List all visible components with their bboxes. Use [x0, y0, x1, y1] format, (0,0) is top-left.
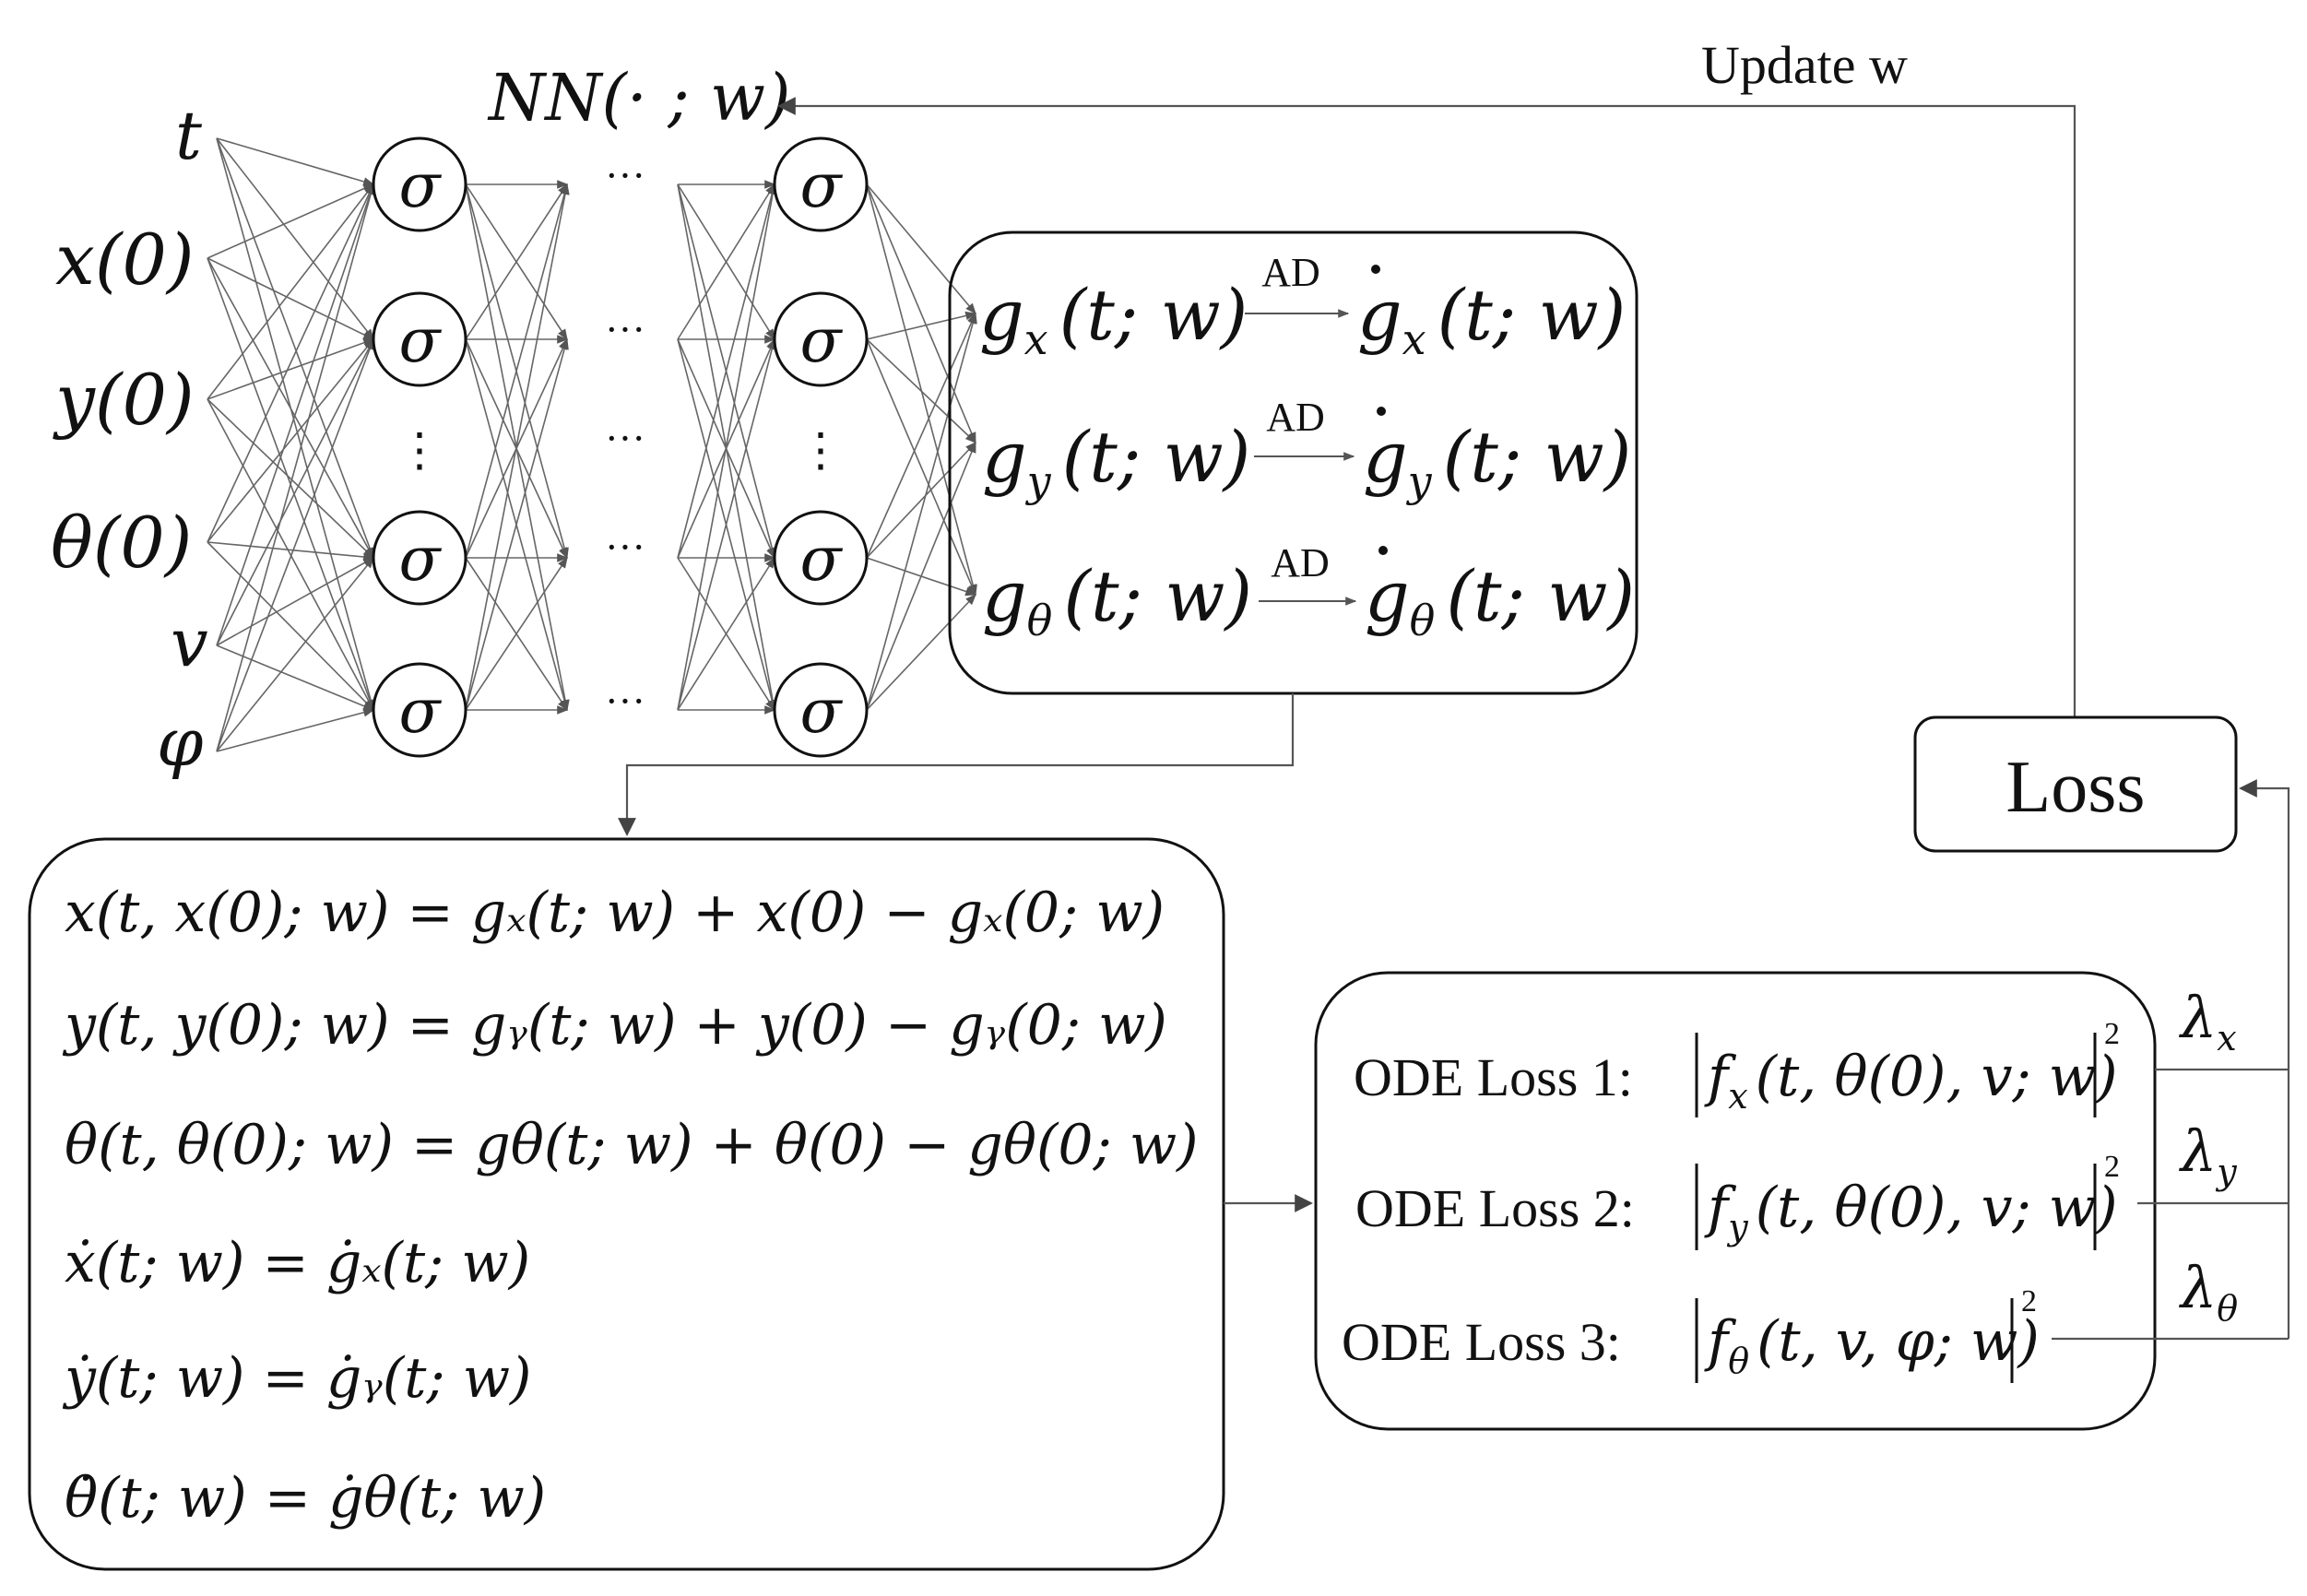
update-label: Update w	[1701, 35, 1908, 95]
neuron: σ	[773, 291, 869, 387]
ad-label: AD	[1266, 395, 1325, 440]
svg-text:gx(t; w): gx(t; w)	[979, 274, 1248, 364]
neuron: σ	[773, 510, 869, 606]
input-theta0: θ(0)	[51, 502, 192, 584]
svg-text:σ: σ	[398, 150, 442, 221]
svg-text:σ: σ	[398, 305, 442, 376]
output-to-equations-arrow	[618, 693, 1295, 836]
horizontal-ellipsis: ···	[605, 153, 645, 198]
neuron: σ	[372, 662, 467, 758]
weights-to-loss-arrow	[2239, 779, 2290, 1339]
equations-box: x(t, x(0); w) = gₓ(t; w) + x(0) − gₓ(0; …	[28, 837, 1225, 1571]
svg-text:σ: σ	[799, 524, 843, 595]
horizontal-ellipsis: ···	[605, 525, 645, 570]
svg-text:ODE Loss 2:: ODE Loss 2:	[1355, 1178, 1635, 1238]
ode-loss-1: ODE Loss 1: fx(t, θ(0), v; w) 2	[1354, 1017, 2120, 1117]
svg-text:gθ(t; w): gθ(t; w)	[982, 555, 1252, 645]
derivative-dot	[1378, 546, 1388, 555]
loss-label: Loss	[2005, 747, 2145, 828]
input-y0: y(0)	[53, 359, 195, 441]
svg-text:fx(t, θ(0), v; w): fx(t, θ(0), v; w)	[1704, 1045, 2118, 1117]
ad-label: AD	[1271, 540, 1330, 585]
hidden-layer-n: σ σ ⋮ σ σ	[773, 136, 869, 758]
derivative-dot	[1371, 265, 1380, 274]
lambda-theta: λθ	[2178, 1254, 2238, 1329]
vertical-ellipsis: ⋮	[798, 424, 844, 476]
vertical-ellipsis: ⋮	[396, 424, 443, 476]
derivative-dot	[1377, 407, 1386, 416]
horizontal-ellipsis: ···	[605, 307, 645, 352]
output-box: gx(t; w) AD gx(t; w) gy(t; w) AD gy(t; w…	[948, 231, 1639, 695]
svg-text:2: 2	[2104, 1150, 2120, 1184]
input-phi: φ	[157, 703, 204, 781]
neuron: σ	[372, 510, 467, 606]
output-gy: gy(t; w) AD gy(t; w)	[982, 395, 1631, 506]
input-x0: x(0)	[55, 219, 195, 301]
svg-text:ODE Loss 1:: ODE Loss 1:	[1354, 1047, 1633, 1107]
svg-text:σ: σ	[398, 524, 442, 595]
svg-text:gθ(t; w): gθ(t; w)	[1365, 555, 1635, 645]
neuron: σ	[773, 136, 869, 232]
lambda-x: λx	[2178, 984, 2237, 1058]
equation-xdot: ẋ(t; w) = ġₓ(t; w)	[65, 1231, 530, 1295]
svg-text:ODE Loss 3:: ODE Loss 3:	[1342, 1312, 1621, 1372]
svg-text:σ: σ	[398, 676, 442, 747]
svg-text:2: 2	[2021, 1284, 2037, 1318]
svg-text:gx(t; w): gx(t; w)	[1357, 274, 1626, 364]
ode-loss-3: ODE Loss 3: fθ(t, v, φ; w) 2	[1342, 1284, 2040, 1383]
neuron: σ	[372, 291, 467, 387]
output-gtheta: gθ(t; w) AD gθ(t; w)	[982, 540, 1635, 645]
svg-text:gy(t; w): gy(t; w)	[982, 416, 1250, 506]
neuron: σ	[773, 662, 869, 758]
horizontal-ellipsis: ···	[605, 416, 645, 461]
equation-thetadot: θ̇(t; w) = ġθ(t; w)	[65, 1466, 546, 1531]
hidden-layer-1: σ σ ⋮ σ σ	[372, 136, 467, 758]
nn-label: NN(· ; w)	[487, 60, 790, 136]
loss-box: Loss	[1913, 715, 2238, 853]
svg-text:fθ(t, v, φ; w): fθ(t, v, φ; w)	[1704, 1309, 2040, 1381]
svg-text:σ: σ	[799, 305, 843, 376]
update-arrow	[777, 97, 2076, 717]
ode-loss-box: ODE Loss 1: fx(t, θ(0), v; w) 2 ODE Loss…	[1314, 971, 2157, 1431]
svg-text:σ: σ	[799, 150, 843, 221]
svg-text:fy(t, θ(0), v; w): fy(t, θ(0), v; w)	[1704, 1176, 2118, 1247]
input-layer: t x(0) y(0) θ(0) v φ	[51, 97, 208, 781]
input-t: t	[175, 97, 203, 174]
ode-loss-2: ODE Loss 2: fy(t, θ(0), v; w) 2	[1355, 1150, 2120, 1250]
output-gx: gx(t; w) AD gx(t; w)	[979, 250, 1626, 364]
neuron: σ	[372, 136, 467, 232]
svg-text:σ: σ	[799, 676, 843, 747]
middle-layers: ··· ··· ··· ··· ···	[605, 153, 645, 724]
ad-label: AD	[1261, 250, 1320, 295]
equation-x: x(t, x(0); w) = gₓ(t; w) + x(0) − gₓ(0; …	[65, 881, 1165, 945]
horizontal-ellipsis: ···	[605, 679, 645, 724]
input-v: v	[171, 604, 208, 681]
equation-ydot: ẏ(t; w) = ġᵧ(t; w)	[62, 1346, 531, 1411]
equation-y: y(t, y(0); w) = gᵧ(t; w) + y(0) − gᵧ(0; …	[62, 993, 1167, 1058]
network-connections	[207, 137, 977, 752]
svg-text:gy(t; w): gy(t; w)	[1363, 416, 1631, 506]
lambda-y: λy	[2178, 1117, 2237, 1192]
equation-theta: θ(t, θ(0); w) = gθ(t; w) + θ(0) − gθ(0; …	[65, 1113, 1199, 1177]
loss-weights	[2052, 779, 2290, 1341]
svg-text:2: 2	[2104, 1017, 2120, 1051]
